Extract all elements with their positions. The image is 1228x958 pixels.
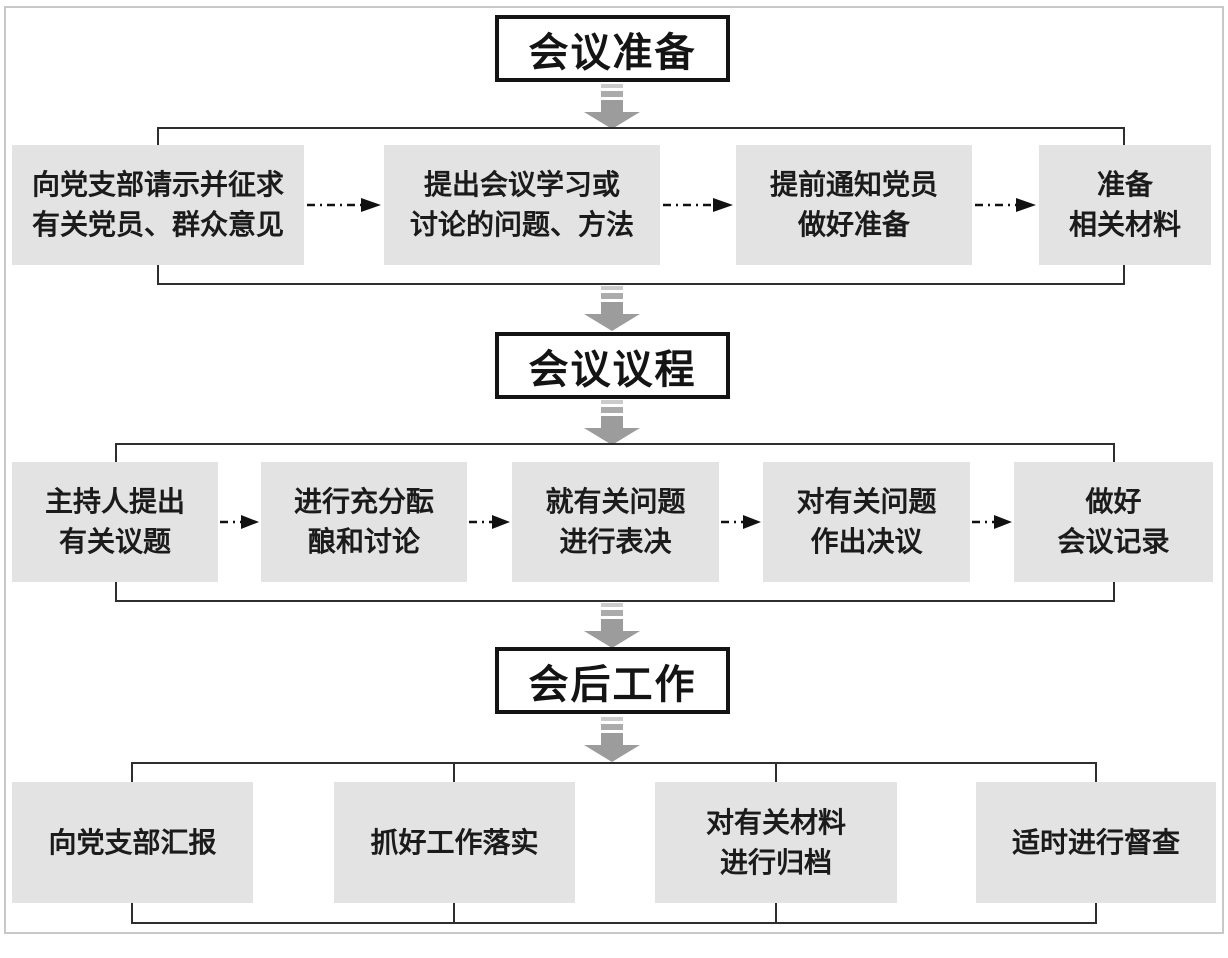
bracket-line: [131, 762, 1097, 764]
step-line: 有关党员、群众意见: [31, 209, 284, 240]
bracket-tick: [1095, 762, 1097, 782]
step-box: 对有关问题 作出决议: [763, 462, 970, 582]
step-line: 对有关材料: [705, 806, 846, 838]
step-line: 提前通知党员: [769, 169, 938, 200]
step-box: 适时进行督查: [976, 782, 1216, 903]
step-line: 进行表决: [559, 526, 672, 557]
step-box: 提前通知党员 做好准备: [736, 145, 972, 265]
down-arrow-dash: [601, 603, 623, 607]
bracket-line: [115, 600, 1115, 602]
down-arrow-dash: [601, 293, 623, 299]
down-arrow-head: [584, 112, 640, 129]
step-box: 向党支部汇报: [12, 782, 253, 903]
dash-dot-arrow-icon: [663, 198, 733, 212]
bracket-line: [115, 443, 1115, 445]
step-box: 做好 会议记录: [1014, 462, 1213, 582]
section-title-meeting-agenda: 会议议程: [495, 332, 730, 399]
down-arrow-head: [584, 314, 640, 331]
down-arrow-shaft: [601, 416, 623, 428]
bracket-tick: [1123, 265, 1125, 283]
section-title-label: 会后工作: [528, 662, 697, 707]
step-box: 主持人提出 有关议题: [12, 462, 218, 582]
down-arrow-icon: [584, 84, 640, 129]
down-arrow-dash: [601, 84, 623, 88]
step-line: 酿和讨论: [307, 526, 420, 557]
step-line: 做好: [1085, 486, 1142, 517]
section-title-label: 会议议程: [528, 347, 697, 392]
step-line: 向党支部请示并征求: [31, 169, 284, 200]
bracket-line: [157, 283, 1125, 285]
step-line: 相关材料: [1068, 209, 1181, 240]
bracket-line: [157, 127, 1125, 129]
bracket-tick: [775, 903, 777, 922]
bracket-tick: [453, 903, 455, 922]
bracket-tick: [131, 903, 133, 922]
step-line: 会议记录: [1057, 526, 1170, 557]
step-line: 主持人提出: [44, 486, 185, 517]
step-line: 就有关问题: [545, 486, 686, 517]
down-arrow-shaft: [601, 100, 623, 112]
bracket-tick: [131, 762, 133, 782]
bracket-tick: [1095, 903, 1097, 922]
step-box: 准备 相关材料: [1039, 145, 1211, 265]
section-title-meeting-preparation: 会议准备: [495, 15, 730, 82]
down-arrow-shaft: [601, 302, 623, 314]
dash-dot-arrow-icon: [307, 198, 381, 212]
down-arrow-icon: [584, 400, 640, 445]
step-line: 向党支部汇报: [48, 826, 217, 858]
step-box: 就有关问题 进行表决: [512, 462, 719, 582]
step-line: 进行充分酝: [293, 486, 434, 517]
bracket-tick: [115, 582, 117, 600]
down-arrow-head: [584, 745, 640, 762]
dash-dot-arrow-icon: [721, 515, 761, 529]
down-arrow-icon: [584, 717, 640, 762]
step-line: 进行归档: [719, 846, 832, 878]
down-arrow-dash: [601, 400, 623, 404]
down-arrow-dash: [601, 717, 623, 721]
bracket-tick: [775, 762, 777, 782]
down-arrow-dash: [601, 724, 623, 730]
down-arrow-head: [584, 631, 640, 648]
down-arrow-dash: [601, 407, 623, 413]
section-title-post-meeting-work: 会后工作: [495, 647, 730, 714]
down-arrow-icon: [584, 286, 640, 331]
down-arrow-icon: [584, 603, 640, 648]
down-arrow-dash: [601, 91, 623, 97]
bracket-tick: [1113, 443, 1115, 463]
step-box: 进行充分酝 酿和讨论: [261, 462, 467, 582]
dash-dot-arrow-icon: [972, 515, 1012, 529]
step-line: 作出决议: [810, 526, 923, 557]
step-line: 提出会议学习或: [423, 169, 620, 200]
bracket-tick: [157, 265, 159, 283]
step-box: 抓好工作落实: [334, 782, 575, 903]
section-title-label: 会议准备: [528, 30, 697, 75]
step-box: 对有关材料 进行归档: [655, 782, 897, 903]
step-line: 对有关问题: [796, 486, 937, 517]
dash-dot-arrow-icon: [469, 515, 510, 529]
step-line: 做好准备: [797, 209, 910, 240]
bracket-tick: [1113, 582, 1115, 600]
bracket-tick: [1123, 127, 1125, 146]
bracket-tick: [453, 762, 455, 782]
down-arrow-head: [584, 428, 640, 445]
bracket-line: [131, 922, 1097, 924]
step-line: 抓好工作落实: [370, 826, 539, 858]
bracket-tick: [115, 443, 117, 463]
step-line: 适时进行督查: [1011, 826, 1180, 858]
step-box: 提出会议学习或 讨论的问题、方法: [384, 145, 660, 265]
down-arrow-shaft: [601, 733, 623, 745]
step-line: 有关议题: [58, 526, 171, 557]
dash-dot-arrow-icon: [975, 198, 1036, 212]
dash-dot-arrow-icon: [220, 515, 259, 529]
down-arrow-dash: [601, 286, 623, 290]
down-arrow-shaft: [601, 619, 623, 631]
step-line: 讨论的问题、方法: [409, 209, 634, 240]
bracket-tick: [157, 127, 159, 146]
down-arrow-dash: [601, 610, 623, 616]
step-box: 向党支部请示并征求 有关党员、群众意见: [12, 145, 304, 265]
step-line: 准备: [1096, 169, 1153, 200]
